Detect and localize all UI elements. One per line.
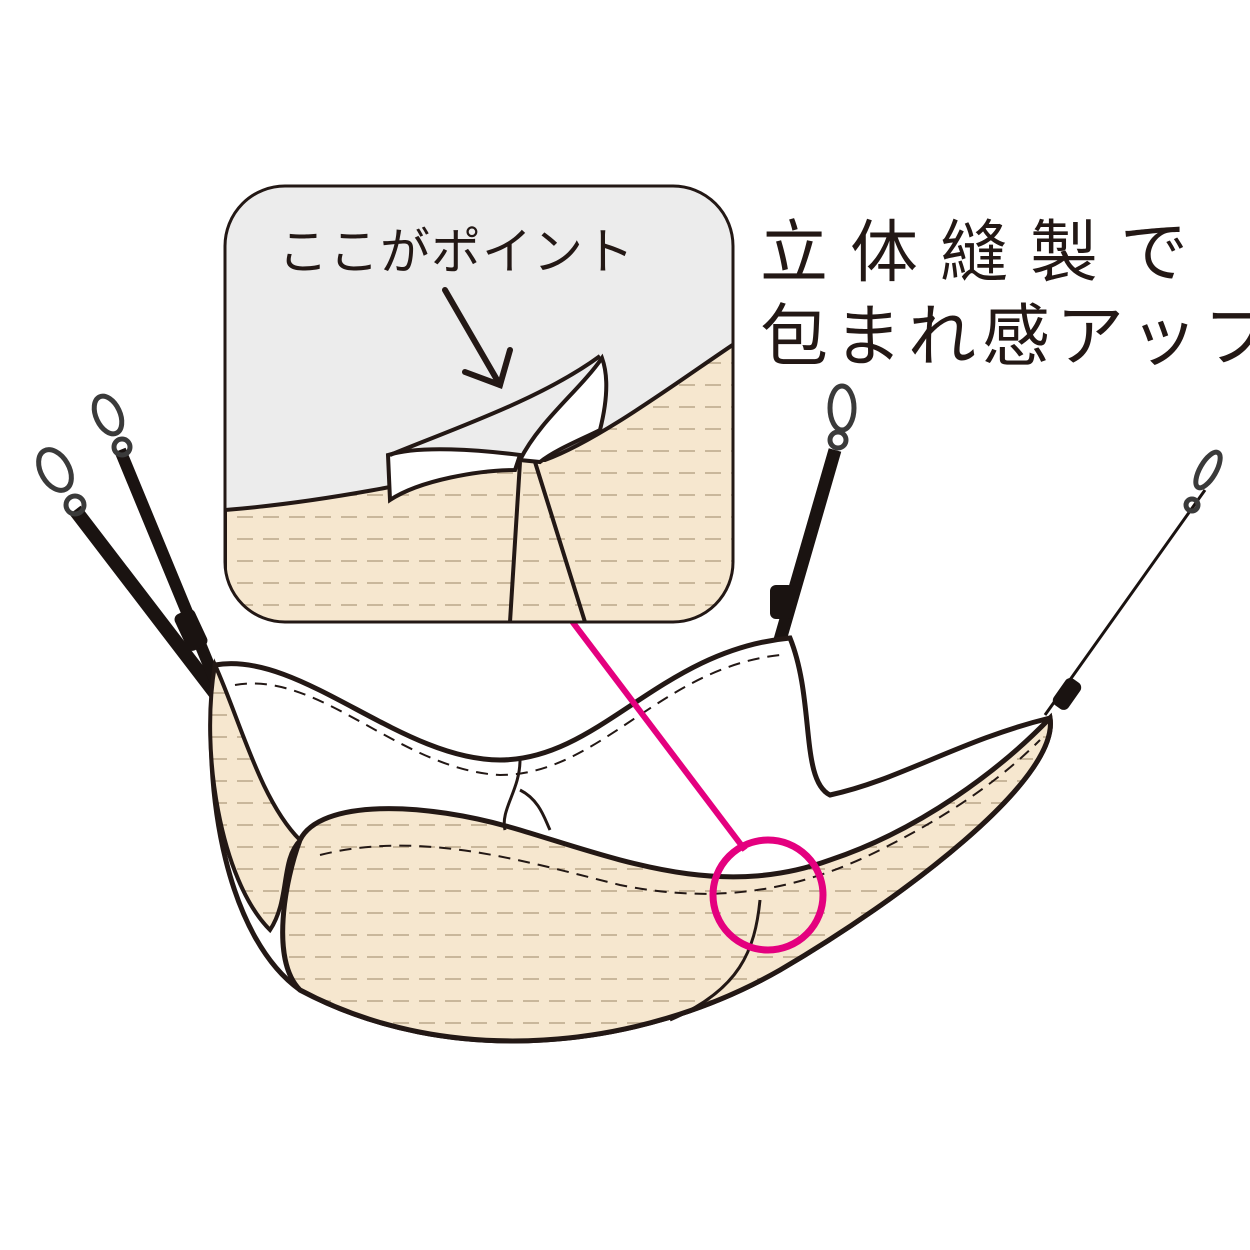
headline-line-2: 包まれ感アップ (760, 298, 1250, 377)
carabiner-icon (827, 383, 1223, 514)
headline-line-1: 立体縫製で (760, 214, 1211, 293)
arrow-down-right-icon (442, 287, 513, 389)
right-straps (770, 383, 1223, 716)
hammock-body (208, 635, 1053, 1044)
carabiner-icon (36, 393, 133, 517)
highlight-pointer (562, 610, 827, 954)
callout-label: ここがポイント (278, 223, 635, 281)
headline: 立体縫製で 包まれ感アップ (760, 212, 1250, 380)
detail-inset (223, 184, 735, 624)
